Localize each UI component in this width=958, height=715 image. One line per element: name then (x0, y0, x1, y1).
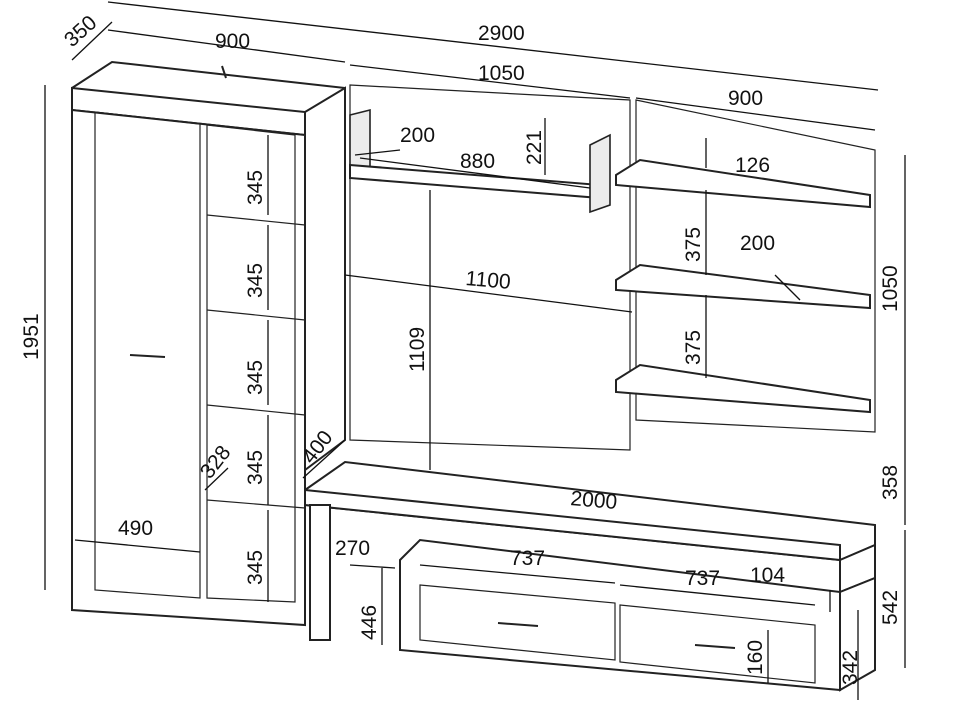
dim-niche-2: 737 (685, 567, 720, 590)
dim-top-shelf-width: 880 (460, 150, 495, 173)
dim-tv-height: 542 (879, 590, 902, 625)
dim-wardrobe-width: 900 (215, 30, 250, 53)
dim-niche-height: 104 (750, 564, 785, 587)
dim-right-shelf-gap-1: 375 (682, 227, 705, 262)
dim-right-shelf-depth: 200 (740, 232, 775, 255)
dim-total-height: 1951 (20, 313, 43, 360)
wall-panel (349, 84, 631, 451)
dim-cabinet-shelf-4: 345 (244, 450, 267, 485)
dim-cabinet-shelf-5: 345 (244, 550, 267, 585)
dim-niche-1: 737 (510, 547, 545, 570)
dim-tv-base-height: 342 (839, 650, 862, 685)
dim-right-top-gap: 126 (735, 154, 770, 177)
dimension-lines (44, 1, 906, 700)
dim-wall-height: 1109 (406, 327, 429, 372)
dim-total-width: 2900 (478, 22, 525, 45)
dim-tv-side-width: 270 (335, 537, 370, 560)
dim-top-shelf-depth: 200 (400, 124, 435, 147)
dim-top-shelf-height: 221 (523, 130, 546, 165)
dim-tv-side-height: 446 (358, 605, 381, 640)
dim-wall-panel-width: 1050 (478, 62, 525, 85)
dim-right-unit-height: 1050 (879, 265, 902, 312)
dim-cabinet-shelf-2: 345 (244, 263, 267, 298)
dimension-labels: 350 900 2900 1050 900 200 880 221 126 37… (20, 11, 902, 685)
shelf-unit (615, 99, 876, 433)
dim-shelf-unit-width: 900 (728, 87, 763, 110)
dim-drawer-height: 160 (744, 640, 767, 675)
dim-cabinet-shelf-3: 345 (244, 360, 267, 395)
dim-gap-height: 358 (879, 465, 902, 500)
dim-right-shelf-gap-2: 375 (682, 330, 705, 365)
dim-depth-top: 350 (60, 11, 101, 52)
wardrobe (71, 60, 346, 627)
dim-wall-span: 1100 (465, 267, 512, 294)
wardrobe-handle (129, 354, 166, 358)
dim-wardrobe-door: 490 (118, 517, 153, 540)
dim-tv-width: 2000 (570, 487, 619, 514)
tv-stand (304, 460, 876, 692)
dim-cabinet-shelf-1: 345 (244, 170, 267, 205)
